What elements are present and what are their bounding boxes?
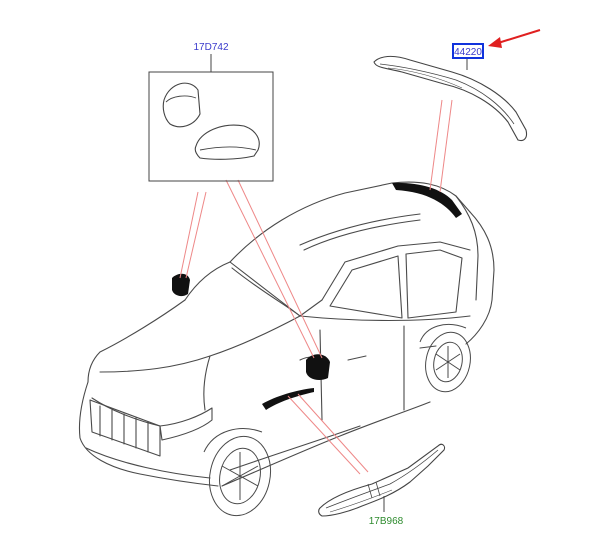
side-trim-part [318,443,446,517]
side-trim-callout: 17B968 [318,443,446,527]
leader-lines [179,99,453,475]
front-wheel [203,428,272,517]
near-mirror-on-vehicle [306,354,330,380]
mirror-cap-callout: 17D742 [148,42,274,182]
side-trim-part-label: 17B968 [369,516,404,527]
mirror-cap-right-part [194,124,260,160]
rear-wheel [419,324,471,393]
vehicle-outline [78,181,495,487]
mirror-cap-left-part [162,82,201,128]
spoiler-callout: 44220 [373,29,541,142]
spoiler-on-vehicle [392,182,462,218]
mirror-cap-part-label: 17D742 [193,42,228,53]
callout-arrow-icon [488,29,541,48]
side-trim-on-vehicle [262,388,314,410]
spoiler-label-highlight-box [452,43,484,59]
far-mirror-on-vehicle [172,273,190,297]
spoiler-part-label: 44220 [454,47,482,58]
